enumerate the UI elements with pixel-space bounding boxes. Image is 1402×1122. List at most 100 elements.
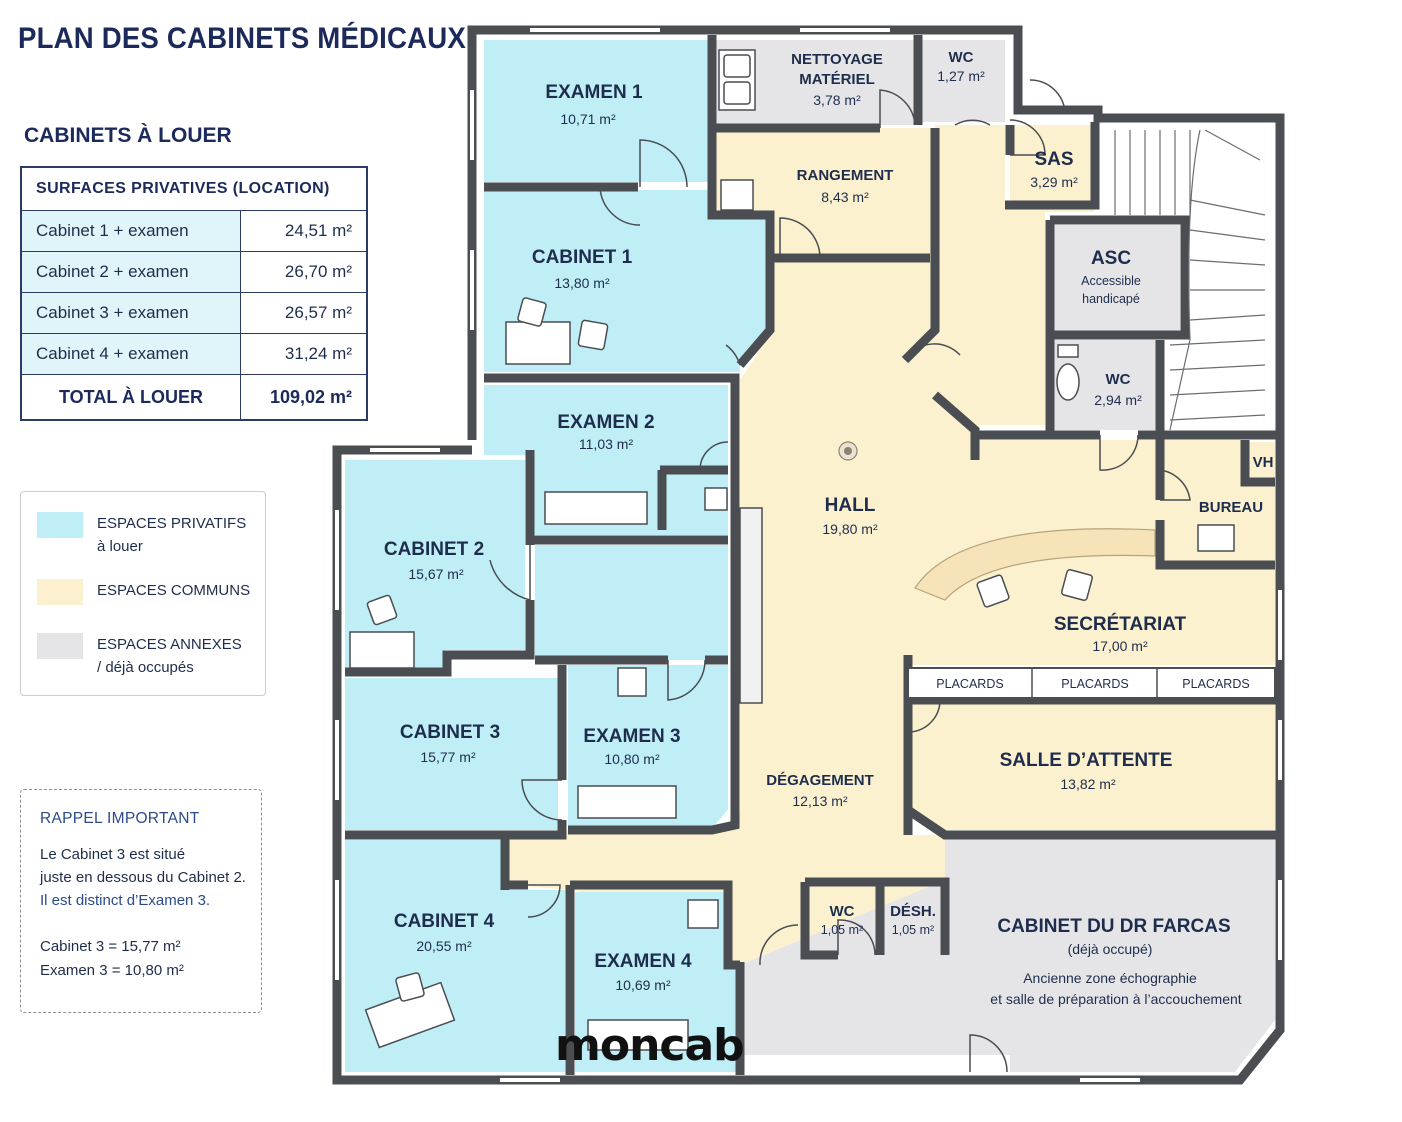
asc-fill (1052, 225, 1180, 332)
legend-item-private: ESPACES PRIVATIFS à louer (37, 512, 246, 558)
rappel-line: Cabinet 3 = 15,77 m² (40, 938, 181, 955)
room-note: Ancienne zone échographie (1023, 970, 1197, 986)
sink-icon (720, 179, 754, 211)
room-name: EXAMEN 3 (583, 726, 680, 747)
room-area: 10,71 m² (560, 111, 616, 127)
chair-icon (577, 319, 609, 351)
row-value: 26,57 m² (240, 292, 368, 334)
room-area: 1,05 m² (892, 923, 934, 937)
room-area: 1,05 m² (821, 923, 863, 937)
chair-icon (1061, 569, 1093, 601)
room-area: 10,69 m² (615, 977, 671, 993)
legend-swatch-common (37, 579, 83, 605)
desk-icon (1197, 524, 1235, 552)
legend-swatch-annex (37, 633, 83, 659)
room-name: VH (1253, 454, 1274, 471)
row-name: Cabinet 2 + examen (20, 251, 241, 293)
rappel-title: RAPPEL IMPORTANT (40, 810, 200, 827)
legend-swatch-private (37, 512, 83, 538)
row-value: 26,70 m² (240, 251, 368, 293)
chair-icon (395, 972, 425, 1002)
room-area: 13,80 m² (554, 275, 610, 291)
legend-sublabel: à louer (97, 538, 143, 555)
row-name: Cabinet 4 + examen (20, 333, 241, 375)
room-name: WC (949, 49, 974, 66)
desk-icon (349, 631, 415, 669)
rappel-line: Examen 3 = 10,80 m² (40, 962, 184, 979)
room-name: BUREAU (1199, 499, 1263, 516)
toilet-icon (1056, 363, 1080, 401)
legend-label: ESPACES PRIVATIFS (97, 515, 247, 532)
examen1-fill (484, 40, 712, 182)
page-subtitle: CABINETS À LOUER (24, 124, 232, 147)
rappel-line: Le Cabinet 3 est situé (40, 846, 186, 863)
room-area: 1,27 m² (937, 68, 985, 84)
total-label: TOTAL À LOUER (20, 374, 241, 421)
room-area: 2,94 m² (1094, 392, 1142, 408)
room-name: ASC (1091, 248, 1131, 269)
room-name: EXAMEN 4 (594, 951, 692, 972)
farcas-fill (740, 838, 1275, 1072)
chair-icon (517, 297, 547, 327)
room-name: DÉSH. (890, 903, 936, 920)
room-name: CABINET 3 (400, 722, 500, 743)
hall-ornament-icon (838, 441, 858, 461)
placards-bar (907, 667, 1276, 699)
exam-table-icon (587, 1019, 689, 1051)
room-name: WC (1106, 371, 1131, 388)
room-note: handicapé (1082, 292, 1140, 306)
room-area: 13,82 m² (1060, 776, 1116, 792)
desk-icon (505, 321, 571, 365)
legend-sublabel: / déjà occupés (97, 659, 194, 676)
room-name: HALL (825, 495, 876, 516)
staircase (1114, 129, 1266, 431)
room-name: SAS (1034, 149, 1073, 170)
room-area: 3,78 m² (813, 92, 861, 108)
rappel-line: juste en dessous du Cabinet 2. (40, 869, 246, 886)
degagement-fill (505, 835, 740, 965)
room-name: CABINET DU DR FARCAS (997, 916, 1230, 937)
room-area: 17,00 m² (1092, 638, 1148, 654)
exam-table-icon (577, 785, 677, 819)
row-name: Cabinet 3 + examen (20, 292, 241, 334)
reception-desk (914, 528, 1156, 601)
room-note: (déjà occupé) (1068, 941, 1153, 957)
room-name: EXAMEN 2 (557, 412, 654, 433)
wc-top-fill (922, 40, 1005, 122)
table-row: Cabinet 2 + examen 26,70 m² (20, 251, 368, 293)
windows (335, 28, 1282, 1082)
page-title: PLAN DES CABINETS MÉDICAUX (18, 22, 466, 55)
room-name: WC (830, 903, 855, 920)
chair-icon (976, 574, 1010, 608)
room-area: 15,67 m² (408, 566, 464, 582)
room-labels: EXAMEN 1 10,71 m² CABINET 1 13,80 m² NET… (384, 49, 1274, 1007)
room-name: NETTOYAGE (791, 51, 883, 68)
cabinet3-fill (345, 678, 558, 830)
nettoyage-fill (715, 40, 915, 125)
room-name: SALLE D’ATTENTE (1000, 750, 1173, 771)
sas-fill (1010, 125, 1095, 212)
legend-label: ESPACES ANNEXES (97, 636, 242, 653)
legend-label: ESPACES COMMUNS (97, 582, 251, 599)
wc-mid-fill (1052, 340, 1158, 430)
room-name: EXAMEN 1 (545, 82, 643, 103)
room-area: 15,77 m² (420, 749, 476, 765)
row-value: 31,24 m² (240, 333, 368, 375)
row-name: Cabinet 1 + examen (20, 210, 241, 252)
room-name: SECRÉTARIAT (1054, 613, 1187, 635)
sink-icon (687, 899, 719, 929)
total-row: TOTAL À LOUER 109,02 m² (20, 374, 368, 421)
rappel-box: RAPPEL IMPORTANT Le Cabinet 3 est situé … (20, 789, 262, 1013)
room-area: 12,13 m² (792, 793, 848, 809)
room-area: 19,80 m² (822, 521, 878, 537)
room-area: 10,80 m² (604, 751, 660, 767)
room-area: 20,55 m² (416, 938, 472, 954)
sink-icon (617, 667, 647, 697)
room-note: Accessible (1081, 274, 1141, 288)
legend: ESPACES PRIVATIFS à louer ESPACES COMMUNS… (20, 491, 266, 696)
room-name: DÉGAGEMENT (766, 772, 874, 789)
room-name: MATÉRIEL (799, 71, 875, 88)
legend-item-common: ESPACES COMMUNS (37, 579, 250, 605)
